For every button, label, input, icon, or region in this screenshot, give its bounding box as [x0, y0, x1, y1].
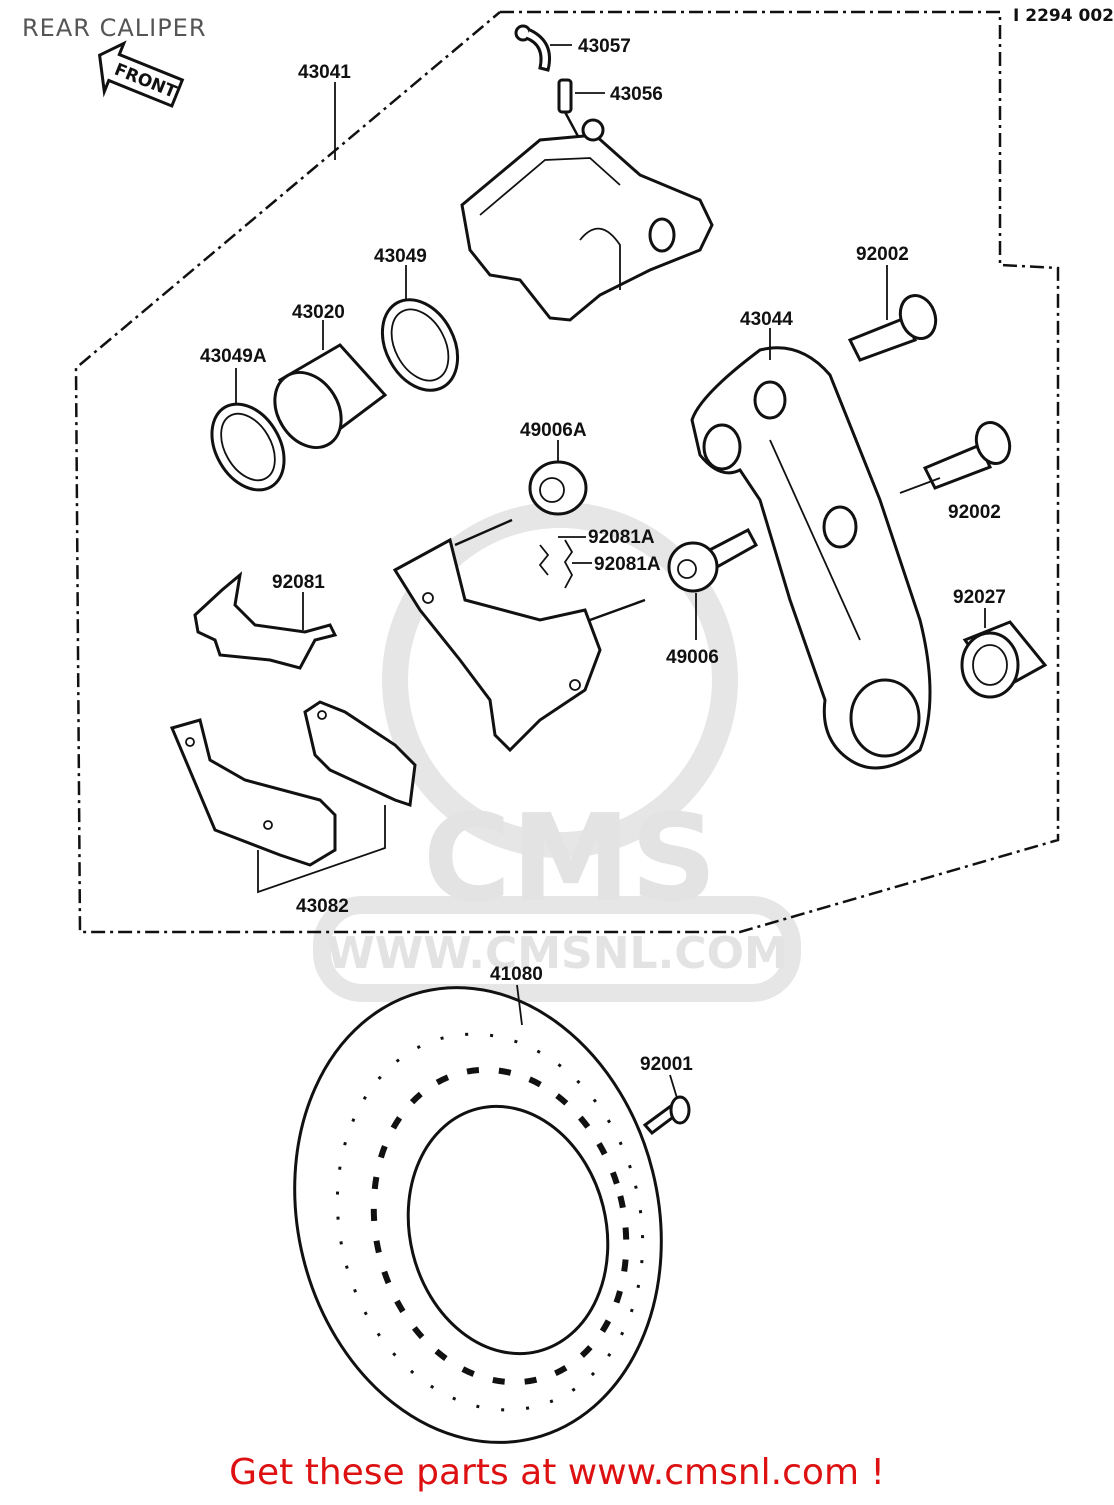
pad-spring-outline: [193, 571, 338, 670]
brake-disc-center-hole: [406, 1104, 610, 1356]
bolt-upper-head: [898, 294, 938, 340]
slide-pin-boot: [667, 541, 719, 593]
pad-holder-hole-2: [569, 679, 581, 691]
bolt-upper-shank: [847, 316, 918, 362]
leader-92002-lower: [899, 477, 941, 494]
bleeder-valve-part: [557, 78, 582, 141]
caliper-bleed-port: [581, 118, 605, 142]
watermark-url: WWW.CMSNL.COM: [326, 928, 788, 979]
collar-part: [960, 620, 1048, 699]
callout-43049: 43049: [374, 246, 427, 267]
caliper-body-ridge: [479, 157, 621, 216]
clip-a-right: [563, 539, 574, 589]
bracket-hole-c: [822, 505, 858, 549]
bracket-hole-a: [702, 423, 742, 471]
bracket-pivot-eye: [849, 678, 921, 758]
pad-holder-pin-b: [589, 598, 646, 622]
piston-seal-part: [380, 298, 460, 392]
pin-boot-upper-body: [528, 460, 588, 516]
callout-43082: 43082: [296, 896, 349, 917]
watermark-brand: CMS: [423, 790, 717, 929]
pad-holder-pin-a: [454, 518, 513, 547]
bolt-lower-head: [974, 421, 1012, 465]
brake-pad-outer-outline: [169, 718, 337, 867]
bracket-rib: [769, 439, 861, 641]
callout-49006A: 49006A: [520, 420, 587, 441]
brake-pad-outer-part: [169, 718, 337, 867]
footer-cta-link[interactable]: Get these parts at www.cmsnl.com !: [229, 1452, 885, 1493]
caliper-body-part: [460, 118, 714, 322]
callout-43044: 43044: [740, 309, 793, 330]
torque-link-bolt-lower-part: [922, 421, 1012, 490]
leader-43082: [257, 805, 386, 894]
pin-boot-upper-hole: [539, 477, 565, 503]
collar-bore: [972, 644, 1008, 686]
pad-holder-outline: [392, 537, 602, 753]
collar-face: [960, 631, 1020, 699]
brake-pad-inner-part: [303, 700, 417, 808]
page-title: REAR CALIPER: [22, 14, 207, 42]
pad-spring-part: [193, 571, 338, 670]
caliper-piston-bore: [579, 227, 621, 290]
front-direction-arrow: FRONT: [97, 40, 185, 108]
callout-41080: 41080: [490, 964, 543, 985]
pad-outer-rivet: [263, 820, 273, 830]
torque-link-bolt-upper-part: [847, 294, 938, 362]
bracket-hole-b: [753, 380, 787, 420]
bleeder-valve-body: [557, 78, 573, 114]
clip-a-left: [538, 544, 550, 576]
callout-92027: 92027: [953, 587, 1006, 608]
pad-holder-hole-1: [422, 592, 434, 604]
callout-43057: 43057: [578, 36, 631, 57]
bleeder-cap-body: [525, 28, 551, 72]
callout-92002-upper: 92002: [856, 244, 909, 265]
bleeder-cap-part: [514, 24, 551, 72]
brake-disc-drill-pattern: [335, 1032, 645, 1412]
caliper-assembly-outline: [74, 10, 1060, 934]
slide-pin-boot-hole: [677, 559, 697, 579]
piston-part: [273, 343, 388, 449]
callout-92001: 92001: [640, 1054, 693, 1075]
callout-43056: 43056: [610, 84, 663, 105]
callout-43049A: 43049A: [200, 346, 267, 367]
callout-43020: 43020: [292, 302, 345, 323]
watermark-badge: [313, 896, 801, 1002]
caliper-bracket-outline: [690, 346, 932, 770]
pad-inner-hole: [317, 710, 327, 720]
pad-spring-clip-a-part: [538, 539, 574, 589]
callout-49006: 49006: [666, 647, 719, 668]
brake-disc-mount-slots: [370, 1066, 630, 1386]
callout-92081A-1: 92081A: [588, 527, 655, 548]
piston-face: [273, 371, 343, 449]
caliper-body-outline: [460, 133, 714, 322]
callout-92081A-2: 92081A: [594, 554, 661, 575]
disc-bolt-head: [669, 1095, 691, 1125]
caliper-mount-boss: [648, 217, 676, 253]
pin-boot-upper-part: [528, 460, 588, 516]
pad-outer-hole: [185, 737, 195, 747]
dust-seal-inner: [220, 412, 276, 482]
caliper-bracket-part: [690, 346, 932, 770]
disc-bolt-part: [642, 1095, 691, 1136]
cms-watermark: CMS WWW.CMSNL.COM: [313, 502, 801, 1002]
brake-pad-inner-outline: [303, 700, 417, 808]
front-arrow-shape: [97, 40, 185, 108]
diagram-code: I 2294 002: [1013, 6, 1114, 26]
brake-disc-part: [293, 986, 663, 1444]
callout-92081: 92081: [272, 572, 325, 593]
leader-41080: [516, 984, 523, 1026]
callout-43041: 43041: [298, 62, 351, 83]
callout-92002-lower: 92002: [948, 502, 1001, 523]
pad-holder-bracket-part: [392, 518, 646, 753]
slide-pin-part: [667, 527, 759, 593]
piston-seal-inner: [390, 308, 450, 382]
leader-92001: [669, 1074, 678, 1099]
dust-seal-part: [210, 402, 286, 492]
